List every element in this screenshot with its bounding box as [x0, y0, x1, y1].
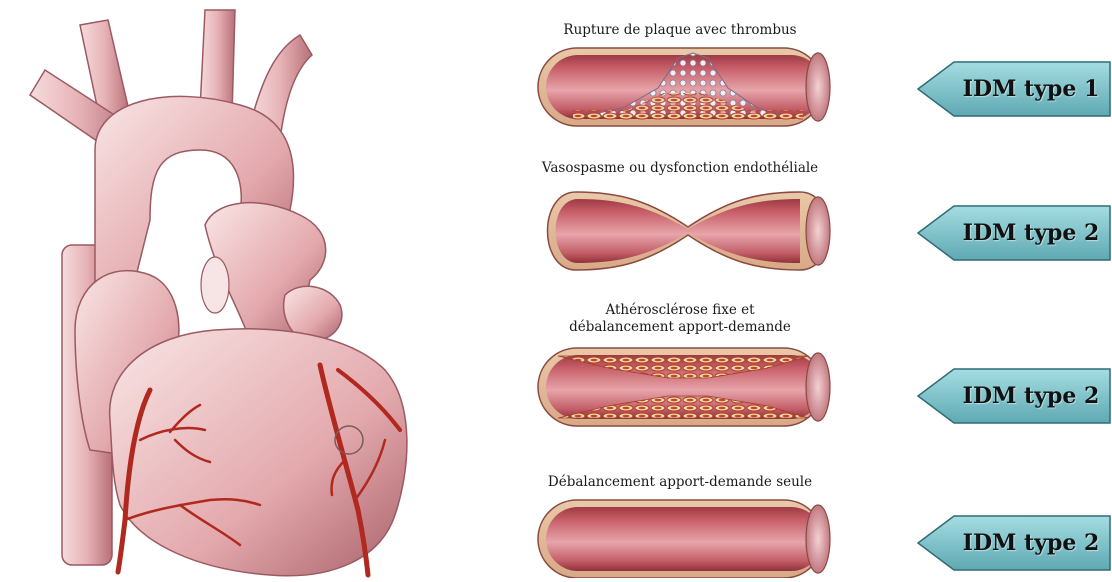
badge-label: IDM type 2: [954, 369, 1108, 423]
heart-illustration: [30, 10, 407, 576]
caption-supply-demand-only: Débalancement apport-demande seule: [530, 474, 830, 491]
badge-idm-type-1: IDM type 1: [918, 62, 1108, 116]
caption-vasospasm: Vasospasme ou dysfonction endothéliale: [520, 160, 840, 177]
vessel-fixed-atherosclerosis: [538, 348, 830, 426]
vessel-normal: [538, 500, 830, 578]
aortic-opening: [201, 257, 229, 313]
badge-idm-type-2-a: IDM type 2: [918, 206, 1108, 260]
caption-fixed-atherosclerosis-line1: Athérosclérose fixe et: [530, 302, 830, 319]
vessel-plaque-thrombus: [538, 48, 830, 126]
badge-label: IDM type 1: [954, 62, 1108, 116]
badge-label: IDM type 2: [954, 516, 1108, 570]
badge-idm-type-2-c: IDM type 2: [918, 516, 1108, 570]
vessel-vasospasm: [548, 192, 831, 270]
caption-plaque-rupture: Rupture de plaque avec thrombus: [530, 22, 830, 39]
caption-fixed-atherosclerosis-line2: débalancement apport-demande: [530, 319, 830, 336]
badge-idm-type-2-b: IDM type 2: [918, 369, 1108, 423]
badge-label: IDM type 2: [954, 206, 1108, 260]
